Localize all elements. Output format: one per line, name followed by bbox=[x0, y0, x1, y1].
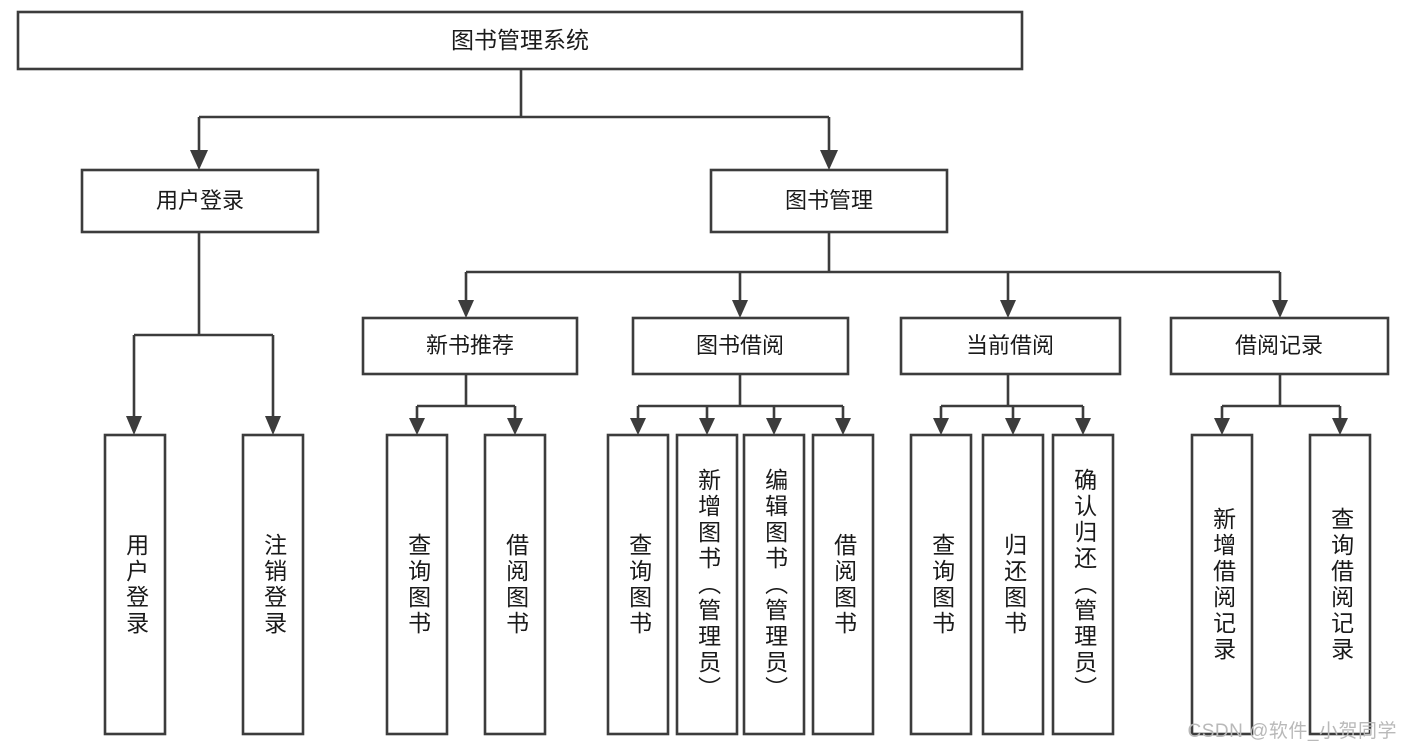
arrow-head-leaf-user-login bbox=[126, 416, 142, 435]
leaf-box-confirm-return-admin[interactable] bbox=[1051, 433, 1115, 736]
node-root-label: 图书管理系统 bbox=[451, 27, 589, 53]
connector-group-new-book-recommend bbox=[409, 374, 523, 435]
leaf-box-user-login[interactable] bbox=[103, 433, 167, 736]
connector-group-book-manage bbox=[458, 232, 1288, 318]
leaf-box-query-book-3[interactable] bbox=[909, 433, 973, 736]
node-new-book-recommend-label: 新书推荐 bbox=[426, 333, 514, 358]
node-user-login[interactable]: 用户登录 bbox=[80, 168, 320, 234]
arrow-head-leaf-query-book-1 bbox=[409, 418, 425, 435]
node-user-login-label: 用户登录 bbox=[156, 188, 244, 213]
arrow-head-leaf-query-book-3 bbox=[933, 418, 949, 435]
arrow-head-book-borrow bbox=[732, 300, 748, 318]
arrow-head-borrow-record bbox=[1272, 300, 1288, 318]
leaf-box-add-book-admin[interactable] bbox=[675, 433, 739, 736]
leaf-box-add-borrow-record[interactable] bbox=[1190, 433, 1254, 736]
arrow-head-leaf-logout-login bbox=[265, 416, 281, 435]
node-current-borrow[interactable]: 当前借阅 bbox=[899, 316, 1122, 376]
node-root[interactable]: 图书管理系统 bbox=[16, 10, 1024, 71]
arrow-head-leaf-add-borrow-record bbox=[1214, 418, 1230, 435]
node-current-borrow-box[interactable] bbox=[899, 316, 1122, 376]
node-book-manage[interactable]: 图书管理 bbox=[709, 168, 949, 234]
connector-group-borrow-record bbox=[1214, 374, 1348, 435]
leaf-box-logout-login[interactable] bbox=[241, 433, 305, 736]
node-borrow-record-label: 借阅记录 bbox=[1235, 333, 1323, 358]
leaf-box-return-book[interactable] bbox=[981, 433, 1045, 736]
node-book-borrow-label: 图书借阅 bbox=[696, 333, 784, 358]
leaf-box-borrow-book-1[interactable] bbox=[483, 433, 547, 736]
leaf-box-edit-book-admin[interactable] bbox=[742, 433, 806, 736]
connector-group-current-borrow bbox=[933, 374, 1091, 435]
leaf-box-query-book-2[interactable] bbox=[606, 433, 670, 736]
node-new-book-recommend[interactable]: 新书推荐 bbox=[361, 316, 579, 376]
leaf-box-query-book-1[interactable] bbox=[385, 433, 449, 736]
arrow-head-leaf-add-book-admin bbox=[699, 418, 715, 435]
node-user-login-box[interactable] bbox=[80, 168, 320, 234]
node-book-manage-box[interactable] bbox=[709, 168, 949, 234]
arrow-head-leaf-edit-book-admin bbox=[766, 418, 782, 435]
node-book-borrow-box[interactable] bbox=[631, 316, 850, 376]
node-book-borrow[interactable]: 图书借阅 bbox=[631, 316, 850, 376]
leaf-box-borrow-book-2[interactable] bbox=[811, 433, 875, 736]
arrow-head-book-manage bbox=[820, 150, 838, 170]
arrow-head-leaf-return-book bbox=[1005, 418, 1021, 435]
arrow-head-leaf-borrow-book-1 bbox=[507, 418, 523, 435]
node-current-borrow-label: 当前借阅 bbox=[966, 333, 1054, 358]
node-book-manage-label: 图书管理 bbox=[785, 188, 873, 213]
arrow-head-leaf-query-book-2 bbox=[630, 418, 646, 435]
node-borrow-record-box[interactable] bbox=[1169, 316, 1390, 376]
connector-group-book-borrow bbox=[630, 374, 851, 435]
arrow-head-user-login bbox=[190, 150, 208, 170]
arrow-head-leaf-borrow-book-2 bbox=[835, 418, 851, 435]
arrow-head-new-book-recommend bbox=[458, 300, 474, 318]
connector-group-user-login bbox=[126, 232, 281, 435]
connector-group-root bbox=[190, 69, 838, 170]
arrow-head-current-borrow bbox=[1000, 300, 1016, 318]
arrow-head-leaf-confirm-return-admin bbox=[1075, 418, 1091, 435]
arrow-head-leaf-query-borrow-record bbox=[1332, 418, 1348, 435]
leaf-box-query-borrow-record[interactable] bbox=[1308, 433, 1372, 736]
leaf-box-group bbox=[103, 433, 1372, 736]
node-new-book-recommend-box[interactable] bbox=[361, 316, 579, 376]
node-borrow-record[interactable]: 借阅记录 bbox=[1169, 316, 1390, 376]
watermark-text: CSDN @软件_小贺同学 bbox=[1187, 721, 1397, 742]
node-root-box[interactable] bbox=[16, 10, 1024, 71]
